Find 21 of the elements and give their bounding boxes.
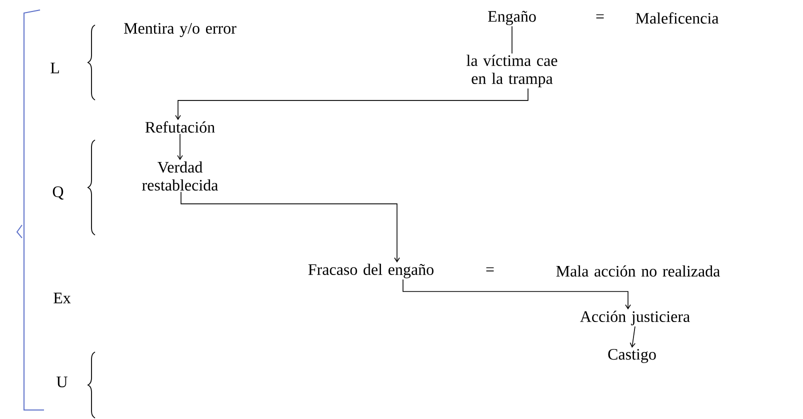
arrow [630,326,636,348]
node-text: la víctima cae en la trampa [466,54,558,88]
arrow [177,134,183,160]
part-letter: Q [52,186,64,200]
equals-sign: = [596,14,604,18]
arrow [402,279,631,310]
text: Mala acción no realizada [556,265,720,277]
equals-sign: = [486,267,494,272]
node-text: Refutación [145,121,215,133]
node-text: Engaño [488,10,536,26]
part-letter: Ex [54,292,71,304]
text: Mentira y/o error [124,22,236,38]
arrow [175,88,528,120]
node-text: Fracaso del engaño [308,264,434,278]
node-text: Acción justiciera [580,310,690,326]
text: Maleficencia [636,12,719,24]
part-letter: U [56,376,68,388]
arrow [180,191,400,263]
node-text: Castigo [608,348,656,363]
part-letter: L [50,62,59,74]
node-text: Verdad restablecida [142,161,218,191]
